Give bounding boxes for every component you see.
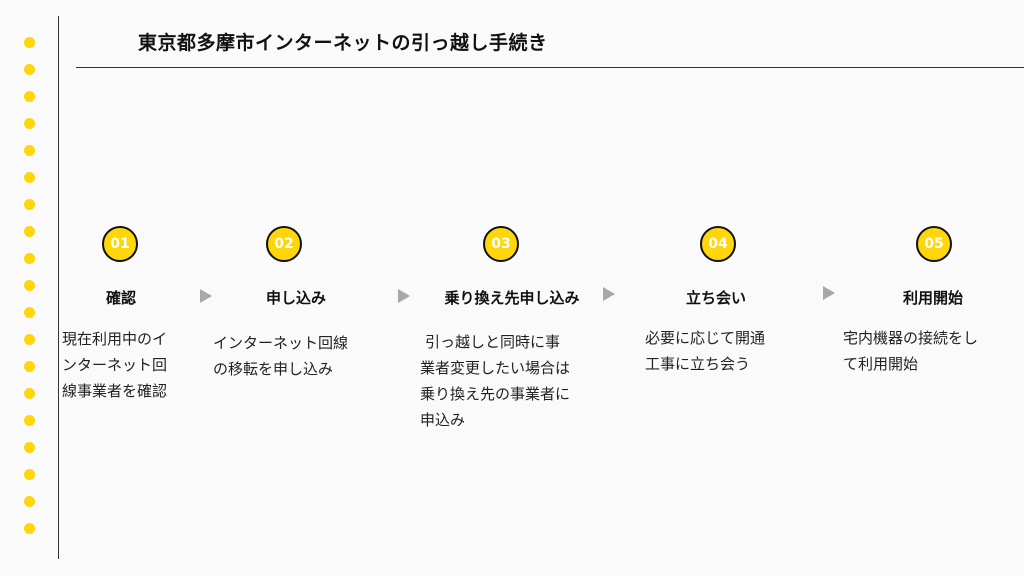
dot-icon bbox=[24, 91, 35, 102]
step-2-number: 02 bbox=[274, 236, 294, 252]
description-line: の移転を申し込み bbox=[213, 360, 334, 378]
step-2-description: インターネット回線 の移転を申し込み bbox=[213, 330, 348, 382]
dot-icon bbox=[24, 307, 35, 318]
dot-icon bbox=[24, 253, 35, 264]
step-5-title: 利用開始 bbox=[902, 289, 964, 307]
step-5-number-badge: 05 bbox=[916, 226, 952, 262]
dot-icon bbox=[24, 334, 35, 345]
triangle-right-icon bbox=[603, 287, 615, 301]
dot-icon bbox=[24, 118, 35, 129]
dot-icon bbox=[24, 442, 35, 453]
description-line: て利用開始 bbox=[843, 355, 919, 373]
step-2-number-badge: 02 bbox=[266, 226, 302, 262]
dot-icon bbox=[24, 172, 35, 183]
description-line: 工事に立ち会う bbox=[645, 355, 751, 373]
dot-icon bbox=[24, 37, 35, 48]
dot-icon bbox=[24, 523, 35, 534]
triangle-right-icon bbox=[823, 286, 835, 300]
step-4-number: 04 bbox=[708, 236, 728, 252]
page-title: 東京都多摩市インターネットの引っ越し手続き bbox=[138, 32, 548, 54]
description-line: ンターネット回 bbox=[62, 356, 168, 374]
step-1-description: 現在利用中のイ ンターネット回 線事業者を確認 bbox=[62, 326, 167, 404]
dot-icon bbox=[24, 226, 35, 237]
step-2-title: 申し込み bbox=[265, 289, 327, 307]
step-1-title: 確認 bbox=[105, 289, 137, 307]
dot-icon bbox=[24, 199, 35, 210]
description-line: 必要に応じて開通 bbox=[645, 329, 766, 347]
step-3-number-badge: 03 bbox=[483, 226, 519, 262]
description-line: 乗り換え先の事業者に bbox=[420, 385, 571, 403]
dot-icon bbox=[24, 415, 35, 426]
description-line: インターネット回線 bbox=[213, 334, 349, 352]
step-4-description: 必要に応じて開通 工事に立ち会う bbox=[645, 325, 765, 377]
description-line: 線事業者を確認 bbox=[62, 382, 168, 400]
step-1-number: 01 bbox=[110, 236, 130, 252]
step-5-description: 宅内機器の接続をし て利用開始 bbox=[843, 325, 978, 377]
triangle-right-icon bbox=[398, 289, 410, 303]
description-line: 申込み bbox=[420, 411, 466, 429]
description-line: 現在利用中のイ bbox=[62, 330, 168, 348]
description-line: 宅内機器の接続をし bbox=[843, 329, 979, 347]
step-3-title: 乗り換え先申し込み bbox=[444, 289, 580, 307]
step-4-number-badge: 04 bbox=[700, 226, 736, 262]
description-line: 業者変更したい場合は bbox=[420, 359, 571, 377]
step-3-description: 引っ越しと同時に事 業者変更したい場合は 乗り換え先の事業者に 申込み bbox=[420, 329, 570, 433]
step-3-number: 03 bbox=[491, 236, 511, 252]
dot-icon bbox=[24, 361, 35, 372]
step-1-number-badge: 01 bbox=[102, 226, 138, 262]
title-underline bbox=[76, 67, 1024, 68]
dot-icon bbox=[24, 496, 35, 507]
dot-icon bbox=[24, 388, 35, 399]
dot-icon bbox=[24, 64, 35, 75]
dot-icon bbox=[24, 469, 35, 480]
step-5-number: 05 bbox=[924, 236, 944, 252]
dot-icon bbox=[24, 280, 35, 291]
dot-icon bbox=[24, 145, 35, 156]
triangle-right-icon bbox=[200, 289, 212, 303]
description-line: 引っ越しと同時に事 bbox=[425, 333, 561, 351]
vertical-divider bbox=[58, 16, 59, 559]
step-4-title: 立ち会い bbox=[685, 289, 747, 307]
